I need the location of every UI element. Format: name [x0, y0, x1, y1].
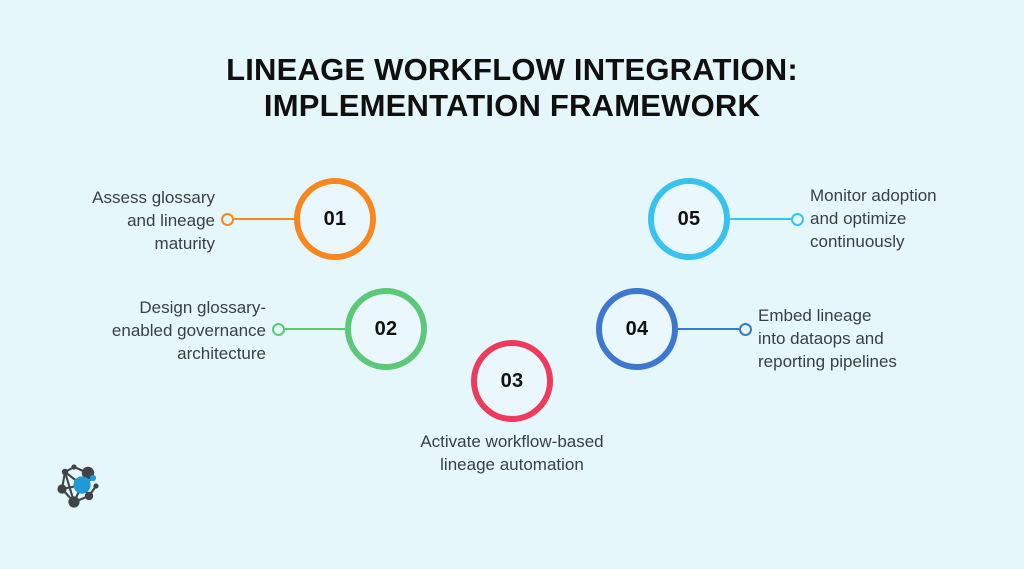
connector-01: [221, 212, 295, 226]
connector-04: [678, 322, 752, 336]
connector-02: [272, 322, 346, 336]
network-graph-logo: [52, 458, 108, 514]
page-title: LINEAGE WORKFLOW INTEGRATION: IMPLEMENTA…: [226, 52, 798, 123]
step-number-02: 02: [374, 317, 398, 340]
step-node-04[interactable]: 04: [596, 288, 678, 370]
connector-ring-01: [221, 212, 234, 226]
step-number-01: 01: [323, 207, 347, 230]
step-label-02: Design glossary- enabled governance arch…: [111, 298, 266, 363]
step-node-03[interactable]: 03: [471, 340, 553, 422]
connector-05: [730, 212, 804, 226]
step-node-02[interactable]: 02: [345, 288, 427, 370]
step-label-05: Monitor adoption and optimize continuous…: [810, 186, 937, 251]
connector-line-01: [234, 218, 295, 220]
step-number-03: 03: [500, 369, 524, 392]
network-graph-logo-icon: [57, 464, 99, 508]
connector-ring-02: [272, 322, 285, 336]
connector-ring-04: [739, 322, 752, 336]
step-label-01: Assess glossary and lineage maturity: [92, 188, 215, 253]
connector-line-05: [730, 218, 791, 220]
step-node-05[interactable]: 05: [648, 178, 730, 260]
step-number-05: 05: [677, 207, 701, 230]
step-label-04: Embed lineage into dataops and reporting…: [758, 306, 897, 371]
step-number-04: 04: [625, 317, 649, 340]
step-node-01[interactable]: 01: [294, 178, 376, 260]
step-label-03: Activate workflow-based lineage automati…: [420, 432, 604, 474]
connector-line-04: [678, 328, 739, 330]
connector-ring-05: [791, 212, 804, 226]
connector-line-02: [285, 328, 346, 330]
